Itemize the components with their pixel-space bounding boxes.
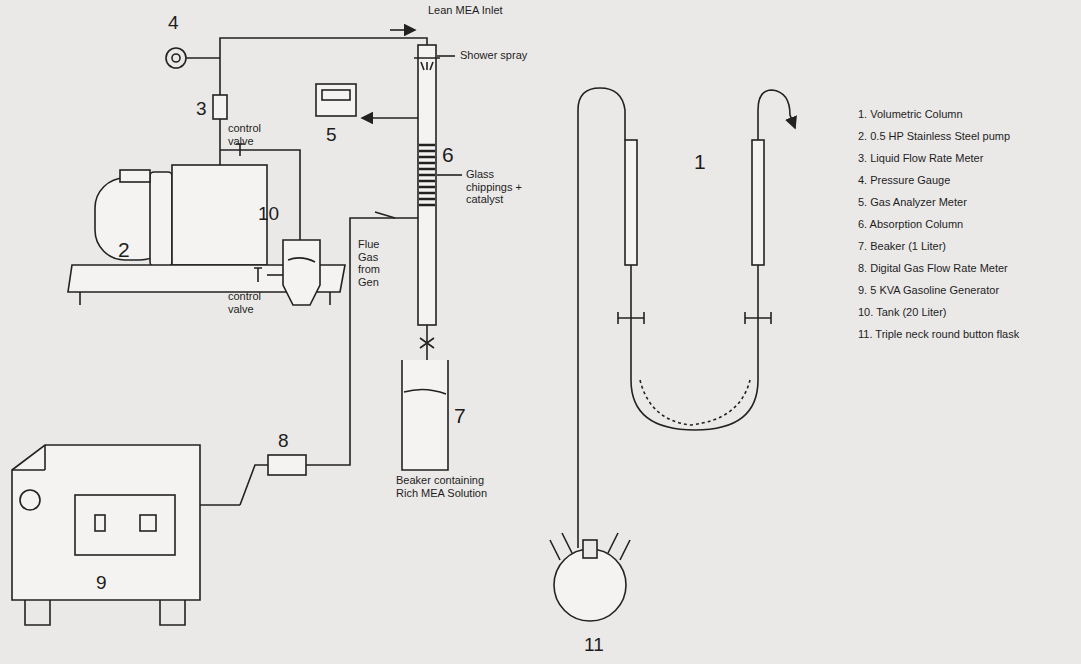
gas-pipe: [240, 465, 268, 505]
key-item: 5. Gas Analyzer Meter: [858, 196, 967, 209]
callout-number: 1: [694, 150, 706, 174]
pressure-gauge: [166, 48, 186, 68]
valve-symbol: [254, 268, 262, 282]
gas-analyzer: [316, 84, 356, 116]
pump-body: [172, 165, 267, 265]
motor-flange: [150, 172, 172, 266]
valve-symbol: [420, 338, 434, 348]
shower-spray: [414, 58, 440, 70]
generator-panel: [75, 495, 175, 555]
key-item: 10. Tank (20 Liter): [858, 306, 946, 319]
flue-gas-pipe: [305, 218, 418, 465]
key-item: 4. Pressure Gauge: [858, 174, 950, 187]
key-item: 9. 5 KVA Gasoline Generator: [858, 284, 999, 297]
generator-legs: [25, 600, 185, 625]
callout-number: 7: [454, 404, 466, 428]
suction-pipe: [267, 274, 283, 276]
callout-number: 4: [168, 12, 179, 34]
motor-box: [120, 170, 150, 182]
absorption-column: [418, 45, 436, 325]
valve-label: control valve: [228, 290, 278, 315]
key-item: 11. Triple neck round button flask: [858, 328, 1019, 341]
gauge-stem: [186, 57, 220, 59]
switch: [95, 515, 105, 531]
gauge-dial: [172, 54, 180, 62]
part-label: Glass chippings + catalyst: [466, 168, 538, 206]
gas-pipe: [200, 504, 240, 506]
generator-edge: [44, 445, 46, 470]
callout-number: 11: [584, 634, 604, 656]
tank-liquid: [288, 258, 315, 262]
valve-label: control valve: [228, 122, 278, 147]
flask-neck: [583, 540, 597, 558]
sample-line: [362, 117, 418, 119]
liquid: [640, 380, 750, 425]
key-item: 3. Liquid Flow Rate Meter: [858, 152, 983, 165]
stopcocks: [618, 312, 771, 324]
leader-line: [437, 55, 455, 57]
liquid-pipe: [220, 38, 427, 165]
key-item: 7. Beaker (1 Liter): [858, 240, 946, 253]
key-item: 8. Digital Gas Flow Rate Meter: [858, 262, 1008, 275]
callout-number: 3: [196, 98, 207, 120]
tank: [283, 240, 320, 305]
generator-port: [20, 490, 40, 510]
callout-number: 2: [118, 238, 130, 262]
beaker: [402, 360, 448, 470]
part-label: Shower spray: [460, 49, 527, 62]
flow-arrow: [390, 29, 415, 31]
generator: [12, 445, 200, 600]
analyzer-display: [322, 90, 350, 100]
beaker-liquid: [404, 389, 446, 394]
flow-tick: [375, 212, 395, 218]
packing: [419, 145, 435, 205]
callout-number: 5: [326, 124, 337, 146]
burette: [752, 140, 764, 265]
flask: [554, 549, 626, 621]
callout-number: 6: [442, 143, 454, 167]
key-item: 6. Absorption Column: [858, 218, 963, 231]
part-label: Beaker containing Rich MEA Solution: [396, 474, 496, 499]
stream-label: Lean MEA Inlet: [428, 4, 503, 17]
callout-number: 10: [258, 203, 279, 225]
side-necks: [550, 533, 630, 560]
leader-line: [437, 174, 462, 176]
callout-number: 8: [278, 430, 289, 452]
vent-tube: [758, 90, 795, 140]
socket: [140, 515, 156, 531]
key-item: 2. 0.5 HP Stainless Steel pump: [858, 130, 1010, 143]
flow-meter: [213, 95, 227, 119]
burette: [625, 140, 637, 265]
stream-label: Flue Gas from Gen: [358, 238, 400, 289]
gas-flow-meter: [268, 455, 306, 475]
u-tube: [631, 265, 758, 430]
key-item: 1. Volumetric Column: [858, 108, 963, 121]
generator-edge: [12, 469, 45, 471]
callout-number: 9: [96, 572, 107, 594]
